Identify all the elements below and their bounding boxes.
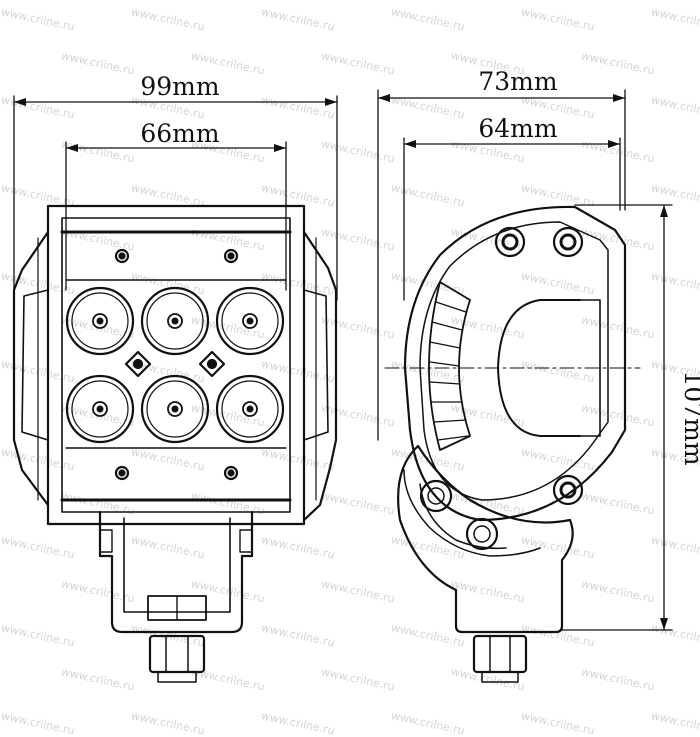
watermark-text: www.crilne.ru (520, 621, 596, 649)
watermark-text: www.crilne.ru (60, 49, 136, 77)
watermark-text: www.crilne.ru (260, 533, 336, 561)
watermark-text: www.crilne.ru (390, 181, 466, 209)
watermark-text: www.crilne.ru (650, 621, 700, 649)
watermark-text: www.crilne.ru (580, 401, 656, 429)
watermark-text: www.crilne.ru (520, 445, 596, 473)
watermark-text: www.crilne.ru (60, 137, 136, 165)
led-reflector (65, 374, 135, 444)
led-reflector (140, 286, 210, 356)
watermark-text: www.crilne.ru (390, 5, 466, 33)
watermark-text: www.crilne.ru (190, 577, 266, 605)
dim-side-inner (403, 137, 621, 301)
side-nut (472, 634, 528, 683)
watermark-text: www.crilne.ru (390, 533, 466, 561)
led-reflector (65, 286, 135, 356)
watermark-text: www.crilne.ru (0, 5, 76, 33)
watermark-text: www.crilne.ru (650, 5, 700, 33)
watermark-text: www.crilne.ru (320, 577, 396, 605)
watermark-text: www.crilne.ru (60, 489, 136, 517)
watermark-text: www.crilne.ru (520, 5, 596, 33)
watermark-text: www.crilne.ru (130, 5, 206, 33)
watermark-text: www.crilne.ru (60, 225, 136, 253)
watermark-text: www.crilne.ru (260, 445, 336, 473)
watermark-text: www.crilne.ru (580, 313, 656, 341)
diamond-emitters (124, 350, 226, 378)
side-mount-bracket (397, 444, 574, 634)
watermark-text: www.crilne.ru (650, 93, 700, 121)
watermark-text: www.crilne.ru (450, 577, 526, 605)
led-reflector (215, 286, 285, 356)
led-reflector (215, 374, 285, 444)
watermark-text: www.crilne.ru (60, 665, 136, 693)
side-heatsink (428, 281, 471, 451)
watermark-text: www.crilne.ru (260, 5, 336, 33)
watermark-text: www.crilne.ru (0, 533, 76, 561)
watermark-text: www.crilne.ru (320, 665, 396, 693)
watermark-text: www.crilne.ru (190, 665, 266, 693)
dim-side-overall (377, 89, 626, 441)
watermark-text: www.crilne.ru (580, 665, 656, 693)
front-nut (148, 634, 206, 683)
watermark-text: www.crilne.ru (450, 401, 526, 429)
side-view: 73mm 64mm 107mm (377, 67, 700, 683)
watermark-text: www.crilne.ru (580, 577, 656, 605)
watermark-text: www.crilne.ru (520, 357, 596, 385)
watermark-text: www.crilne.ru (580, 225, 656, 253)
watermark-text: www.crilne.ru (580, 49, 656, 77)
watermark-text: www.crilne.ru (190, 489, 266, 517)
watermark-text: www.crilne.ru (580, 489, 656, 517)
watermark-text: www.crilne.ru (520, 709, 596, 737)
watermark-text: www.crilne.ru (450, 665, 526, 693)
watermark-text: www.crilne.ru (320, 401, 396, 429)
dim-front-bracket (65, 141, 287, 291)
front-overall-width-label: 99mm (140, 72, 220, 101)
watermark-text: www.crilne.ru (320, 313, 396, 341)
led-grid (65, 286, 285, 444)
front-bracket-width-label: 66mm (140, 119, 220, 148)
watermark-layer: www.crilne.ru www.crilne.ru www.crilne.ru w… (0, 5, 700, 737)
led-reflector (140, 374, 210, 444)
front-left-bracket (12, 230, 50, 507)
front-right-bracket (302, 230, 338, 522)
watermark-text: www.crilne.ru (320, 137, 396, 165)
watermark-text: www.crilne.ru (580, 137, 656, 165)
watermark-text: www.crilne.ru (260, 621, 336, 649)
front-view: 99mm 66mm (12, 72, 338, 683)
dim-front-overall (13, 95, 338, 301)
side-overall-width-label: 73mm (478, 67, 558, 96)
watermark-text: www.crilne.ru (320, 489, 396, 517)
watermark-text: www.crilne.ru (390, 621, 466, 649)
watermark-text: www.crilne.ru (650, 269, 700, 297)
watermark-text: www.crilne.ru (190, 225, 266, 253)
watermark-text: www.crilne.ru (0, 709, 76, 737)
front-screws (114, 248, 239, 481)
front-mount-stand (98, 510, 254, 634)
watermark-text: www.crilne.ru (390, 709, 466, 737)
watermark-text: www.crilne.ru (520, 269, 596, 297)
watermark-text: www.crilne.ru (130, 709, 206, 737)
watermark-text: www.crilne.ru (320, 225, 396, 253)
watermark-text: www.crilne.ru (520, 533, 596, 561)
watermark-text: www.crilne.ru (390, 357, 466, 385)
dim-side-height (559, 204, 673, 631)
watermark-text: www.crilne.ru (260, 357, 336, 385)
side-bolts (494, 226, 584, 506)
watermark-text: www.crilne.ru (0, 621, 76, 649)
watermark-text: www.crilne.ru (260, 93, 336, 121)
watermark-text: www.crilne.ru (0, 93, 76, 121)
watermark-text: www.crilne.ru (260, 709, 336, 737)
side-inner-width-label: 64mm (478, 114, 558, 143)
watermark-text: www.crilne.ru (130, 533, 206, 561)
watermark-text: www.crilne.ru (650, 709, 700, 737)
watermark-text: www.crilne.ru (320, 49, 396, 77)
side-height-label: 107mm (679, 370, 700, 465)
watermark-text: www.crilne.ru (650, 533, 700, 561)
front-housing (46, 204, 306, 526)
watermark-text: www.crilne.ru (130, 445, 206, 473)
watermark-text: www.crilne.ru (260, 269, 336, 297)
